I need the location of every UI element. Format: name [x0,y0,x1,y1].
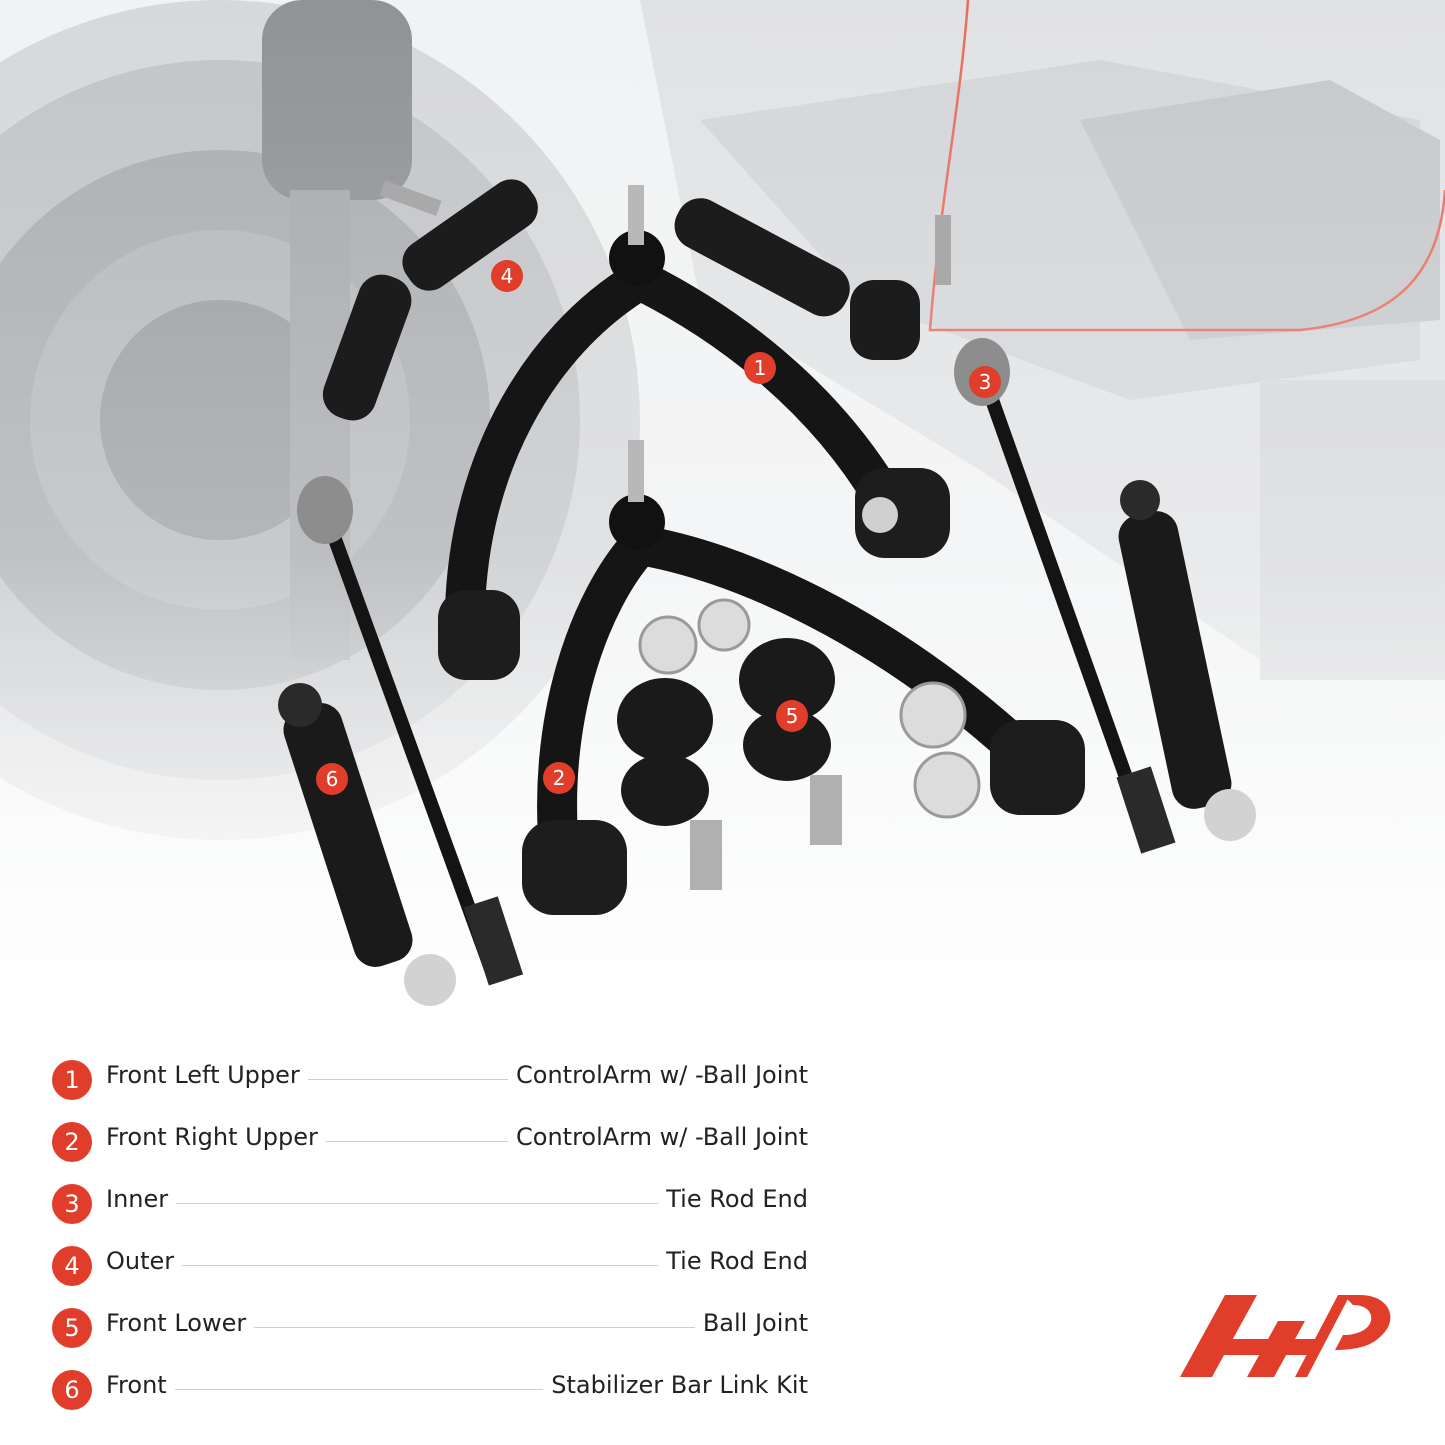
part-type: Tie Rod End [658,1185,808,1213]
callout-1: 1 [744,352,776,384]
parts-legend: 1 Front Left Upper ControlArm w/ -Ball J… [52,1056,812,1428]
svg-text:5: 5 [786,704,799,728]
washers [638,598,981,819]
part-type: Ball Joint [694,1309,808,1337]
callout-badges: 1 2 3 4 5 6 [316,260,1001,795]
background-suspension-photo [0,0,1445,1010]
part-name: Inner [106,1185,177,1213]
callout-6: 6 [316,763,348,795]
svg-text:1: 1 [754,356,767,380]
product-scene: 1 2 3 4 5 6 [0,0,1445,1010]
outer-tie-rod-end-right [674,198,951,360]
legend-row-2: 2 Front Right Upper ControlArm w/ -Ball … [52,1118,812,1180]
part-type: ControlArm w/ -Ball Joint [508,1061,808,1089]
legend-row-4: 4 Outer Tie Rod End [52,1242,812,1304]
part-type: ControlArm w/ -Ball Joint [508,1123,808,1151]
leader-line [172,1389,752,1390]
svg-text:2: 2 [553,766,566,790]
number-badge: 6 [52,1370,92,1410]
svg-text:6: 6 [326,767,339,791]
callout-3: 3 [969,366,1001,398]
part-name: Front [106,1371,175,1399]
legend-row-3: 3 Inner Tie Rod End [52,1180,812,1242]
lower-ball-joint-1 [617,678,722,890]
number-badge: 1 [52,1060,92,1100]
part-name: Front Lower [106,1309,255,1337]
lower-ball-joint-2 [739,638,842,845]
inner-tie-rod-left [297,476,524,986]
leader-line [172,1079,752,1080]
leader-line [172,1327,752,1328]
upper-control-arm-right [522,440,1085,915]
legend-row-5: 5 Front Lower Ball Joint [52,1304,812,1366]
legend-row-6: 6 Front Stabilizer Bar Link Kit [52,1366,812,1428]
number-badge: 3 [52,1184,92,1224]
outer-tie-rod-end-left [322,179,538,421]
legend-row-1: 1 Front Left Upper ControlArm w/ -Ball J… [52,1056,812,1118]
number-badge: 4 [52,1246,92,1286]
leader-line [172,1141,752,1142]
svg-text:3: 3 [979,370,992,394]
ap-logo-icon [1175,1275,1395,1389]
stabilizer-link-right [1118,480,1256,841]
svg-text:4: 4 [501,264,514,288]
part-name: Outer [106,1247,183,1275]
stabilizer-link-left [278,683,456,1006]
part-type: Stabilizer Bar Link Kit [543,1371,808,1399]
part-name: Front Left Upper [106,1061,308,1089]
number-badge: 5 [52,1308,92,1348]
callout-2: 2 [543,762,575,794]
upper-control-arm-left [438,185,950,680]
callout-4: 4 [491,260,523,292]
callout-5: 5 [776,700,808,732]
part-type: Tie Rod End [658,1247,808,1275]
part-name: Front Right Upper [106,1123,326,1151]
number-badge: 2 [52,1122,92,1162]
leader-line [172,1265,752,1266]
leader-line [172,1203,752,1204]
scene-illustration: 1 2 3 4 5 6 [0,0,1445,1010]
